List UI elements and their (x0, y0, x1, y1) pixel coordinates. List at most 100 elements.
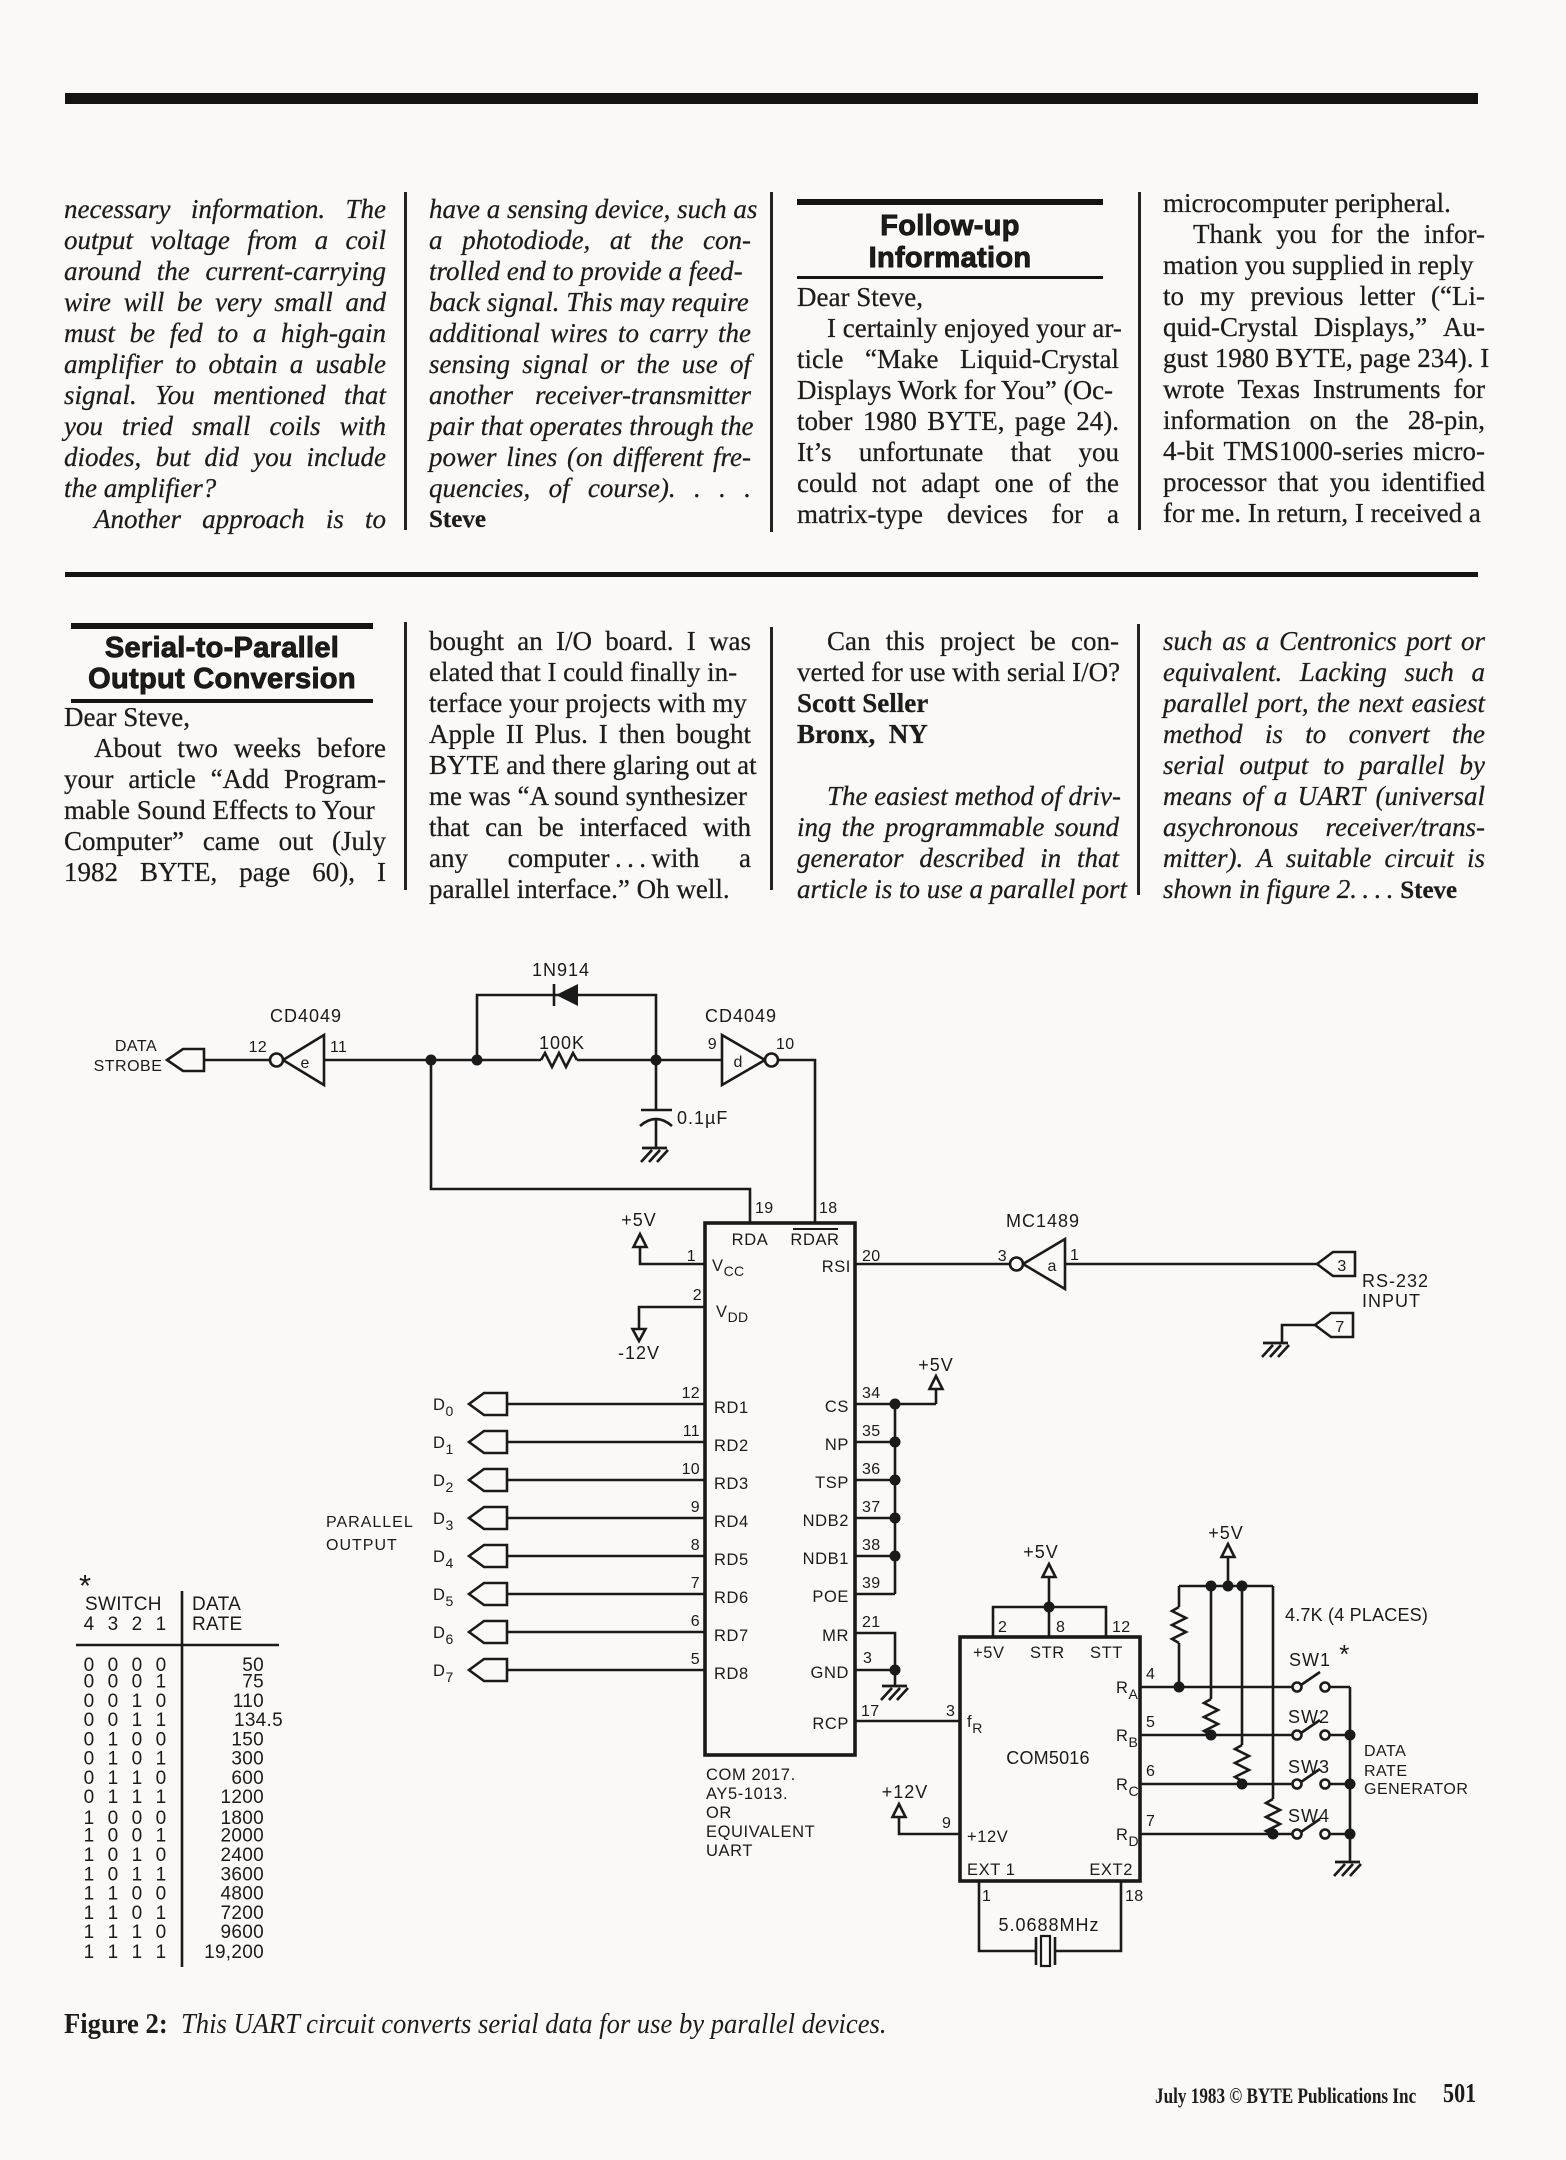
svg-text:RD: RD (1116, 1826, 1139, 1849)
svg-text:fR: fR (967, 1713, 983, 1736)
svg-text:1: 1 (132, 1922, 143, 1943)
svg-text:0: 0 (108, 1655, 119, 1676)
svg-text:D3: D3 (433, 1510, 454, 1533)
svg-text:RD5: RD5 (714, 1551, 749, 1569)
svg-text:3: 3 (863, 1650, 872, 1667)
svg-text:CD4049: CD4049 (705, 1006, 777, 1026)
svg-text:VCC: VCC (712, 1257, 744, 1279)
svg-text:37: 37 (862, 1499, 880, 1516)
svg-text:+5V: +5V (973, 1644, 1005, 1662)
svg-text:0.1µF: 0.1µF (677, 1108, 728, 1128)
svg-text:1: 1 (156, 1864, 167, 1885)
svg-text:4: 4 (1146, 1666, 1155, 1683)
svg-text:0: 0 (84, 1749, 95, 1770)
svg-text:34: 34 (862, 1385, 880, 1402)
svg-text:300: 300 (231, 1749, 264, 1770)
svg-text:0: 0 (132, 1884, 143, 1905)
svg-text:1: 1 (108, 1884, 119, 1905)
svg-text:0: 0 (108, 1691, 119, 1712)
svg-text:0: 0 (84, 1768, 95, 1789)
svg-text:1: 1 (84, 1922, 95, 1943)
svg-text:10: 10 (682, 1461, 700, 1478)
svg-text:0: 0 (84, 1729, 95, 1750)
svg-text:1: 1 (132, 1710, 143, 1731)
svg-text:D7: D7 (433, 1662, 454, 1685)
svg-text:6: 6 (1146, 1763, 1155, 1780)
svg-text:1: 1 (108, 1922, 119, 1943)
svg-text:NP: NP (825, 1436, 849, 1454)
svg-text:1: 1 (84, 1864, 95, 1885)
svg-text:1: 1 (132, 1864, 143, 1885)
svg-text:1: 1 (156, 1903, 167, 1924)
svg-text:20: 20 (862, 1248, 880, 1265)
svg-text:1: 1 (84, 1845, 95, 1866)
svg-text:D5: D5 (433, 1586, 454, 1609)
svg-text:1: 1 (687, 1248, 696, 1265)
svg-text:RD6: RD6 (714, 1589, 749, 1607)
svg-text:RC: RC (1116, 1776, 1139, 1799)
svg-text:0: 0 (108, 1845, 119, 1866)
svg-text:0: 0 (84, 1691, 95, 1712)
svg-text:D1: D1 (433, 1434, 454, 1457)
svg-text:35: 35 (862, 1423, 880, 1440)
svg-text:COM5016: COM5016 (1006, 1748, 1089, 1768)
svg-text:DATA: DATA (1364, 1743, 1406, 1760)
svg-text:12: 12 (249, 1039, 267, 1056)
svg-text:19: 19 (755, 1200, 773, 1217)
svg-text:0: 0 (84, 1672, 95, 1693)
svg-text:4: 4 (84, 1614, 95, 1635)
svg-text:INPUT: INPUT (1362, 1291, 1421, 1311)
svg-text:NDB2: NDB2 (803, 1512, 849, 1530)
svg-text:0: 0 (84, 1655, 95, 1676)
svg-text:0: 0 (156, 1655, 167, 1676)
svg-text:2: 2 (998, 1619, 1007, 1636)
svg-text:110: 110 (233, 1691, 264, 1712)
svg-text:1: 1 (156, 1942, 167, 1963)
svg-text:D6: D6 (433, 1624, 454, 1647)
svg-text:1: 1 (108, 1787, 119, 1808)
svg-text:SWITCH: SWITCH (85, 1594, 162, 1615)
svg-text:1: 1 (84, 1942, 95, 1963)
svg-text:DATA: DATA (115, 1038, 157, 1055)
svg-text:STT: STT (1090, 1644, 1123, 1662)
svg-text:100K: 100K (539, 1033, 585, 1053)
svg-text:18: 18 (819, 1200, 837, 1217)
svg-text:EQUIVALENT: EQUIVALENT (706, 1823, 815, 1841)
svg-text:+5V: +5V (1208, 1523, 1244, 1543)
svg-text:1: 1 (132, 1845, 143, 1866)
svg-text:1: 1 (156, 1614, 167, 1635)
svg-text:D2: D2 (433, 1472, 454, 1495)
svg-text:1200: 1200 (221, 1787, 264, 1808)
svg-text:D4: D4 (433, 1548, 454, 1571)
svg-text:+12V: +12V (882, 1782, 929, 1802)
svg-text:e: e (301, 1055, 310, 1072)
svg-text:1: 1 (84, 1903, 95, 1924)
svg-text:RD7: RD7 (714, 1627, 749, 1645)
svg-text:d: d (734, 1054, 743, 1071)
svg-text:3: 3 (946, 1703, 955, 1720)
svg-text:2000: 2000 (221, 1826, 264, 1847)
svg-text:0: 0 (156, 1922, 167, 1943)
svg-text:7200: 7200 (221, 1903, 264, 1924)
svg-text:RATE: RATE (1364, 1763, 1407, 1780)
svg-text:0: 0 (132, 1826, 143, 1847)
svg-text:0: 0 (132, 1749, 143, 1770)
svg-text:UART: UART (706, 1842, 753, 1860)
svg-text:4800: 4800 (221, 1884, 264, 1905)
svg-text:1: 1 (156, 1672, 167, 1693)
svg-text:POE: POE (812, 1588, 849, 1606)
svg-text:0: 0 (108, 1808, 119, 1829)
svg-text:+5V: +5V (918, 1355, 954, 1375)
svg-text:SW4: SW4 (1288, 1806, 1330, 1826)
svg-text:1N914: 1N914 (532, 960, 590, 980)
svg-text:CD4049: CD4049 (270, 1006, 342, 1026)
svg-text:1: 1 (108, 1768, 119, 1789)
svg-text:3: 3 (998, 1248, 1007, 1265)
svg-text:0: 0 (156, 1884, 167, 1905)
svg-text:11: 11 (683, 1423, 700, 1440)
svg-text:8: 8 (691, 1537, 700, 1554)
svg-text:39: 39 (862, 1575, 880, 1592)
svg-text:1: 1 (132, 1768, 143, 1789)
svg-text:MR: MR (822, 1627, 849, 1645)
svg-text:OR: OR (706, 1804, 732, 1822)
